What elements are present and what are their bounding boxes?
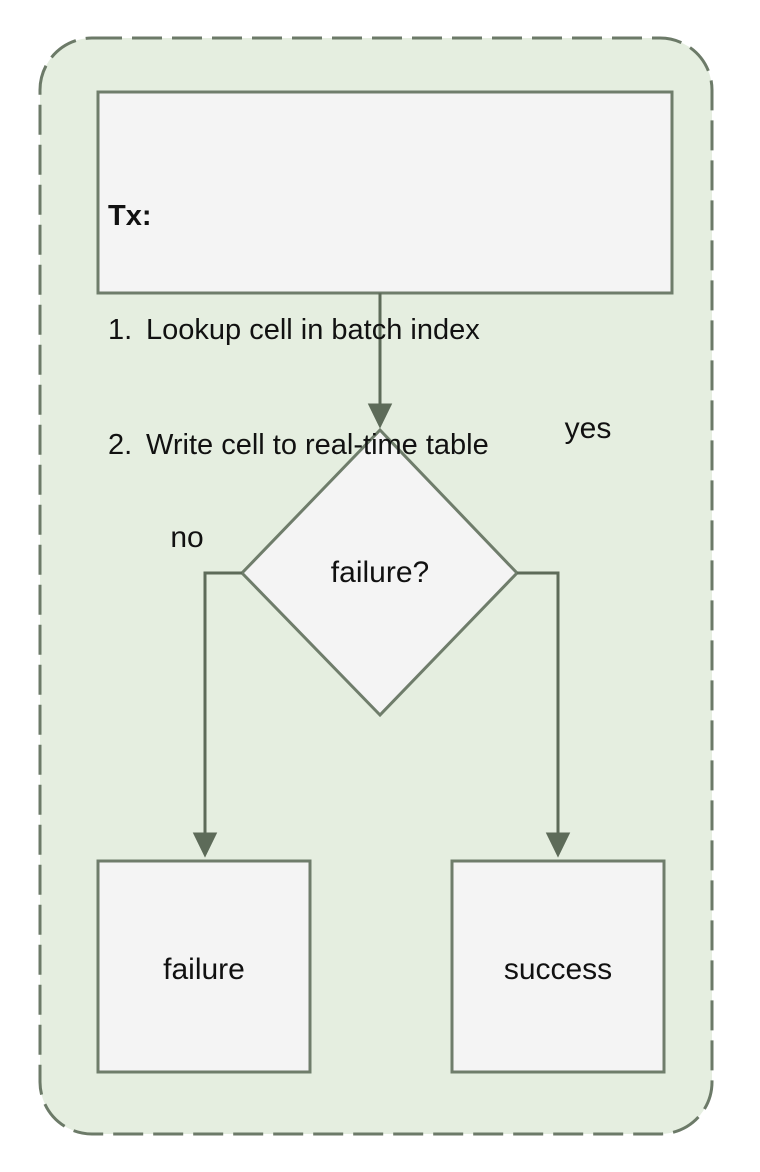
failure-terminal-box-shape[interactable] xyxy=(96,859,312,1074)
tx-process-box-shape[interactable] xyxy=(96,90,674,295)
success-terminal-box-shape[interactable] xyxy=(450,859,666,1074)
edge-decision-to-success xyxy=(517,571,571,858)
edge-decision-to-failure xyxy=(192,571,242,858)
failure-decision-diamond-shape[interactable] xyxy=(239,427,520,718)
